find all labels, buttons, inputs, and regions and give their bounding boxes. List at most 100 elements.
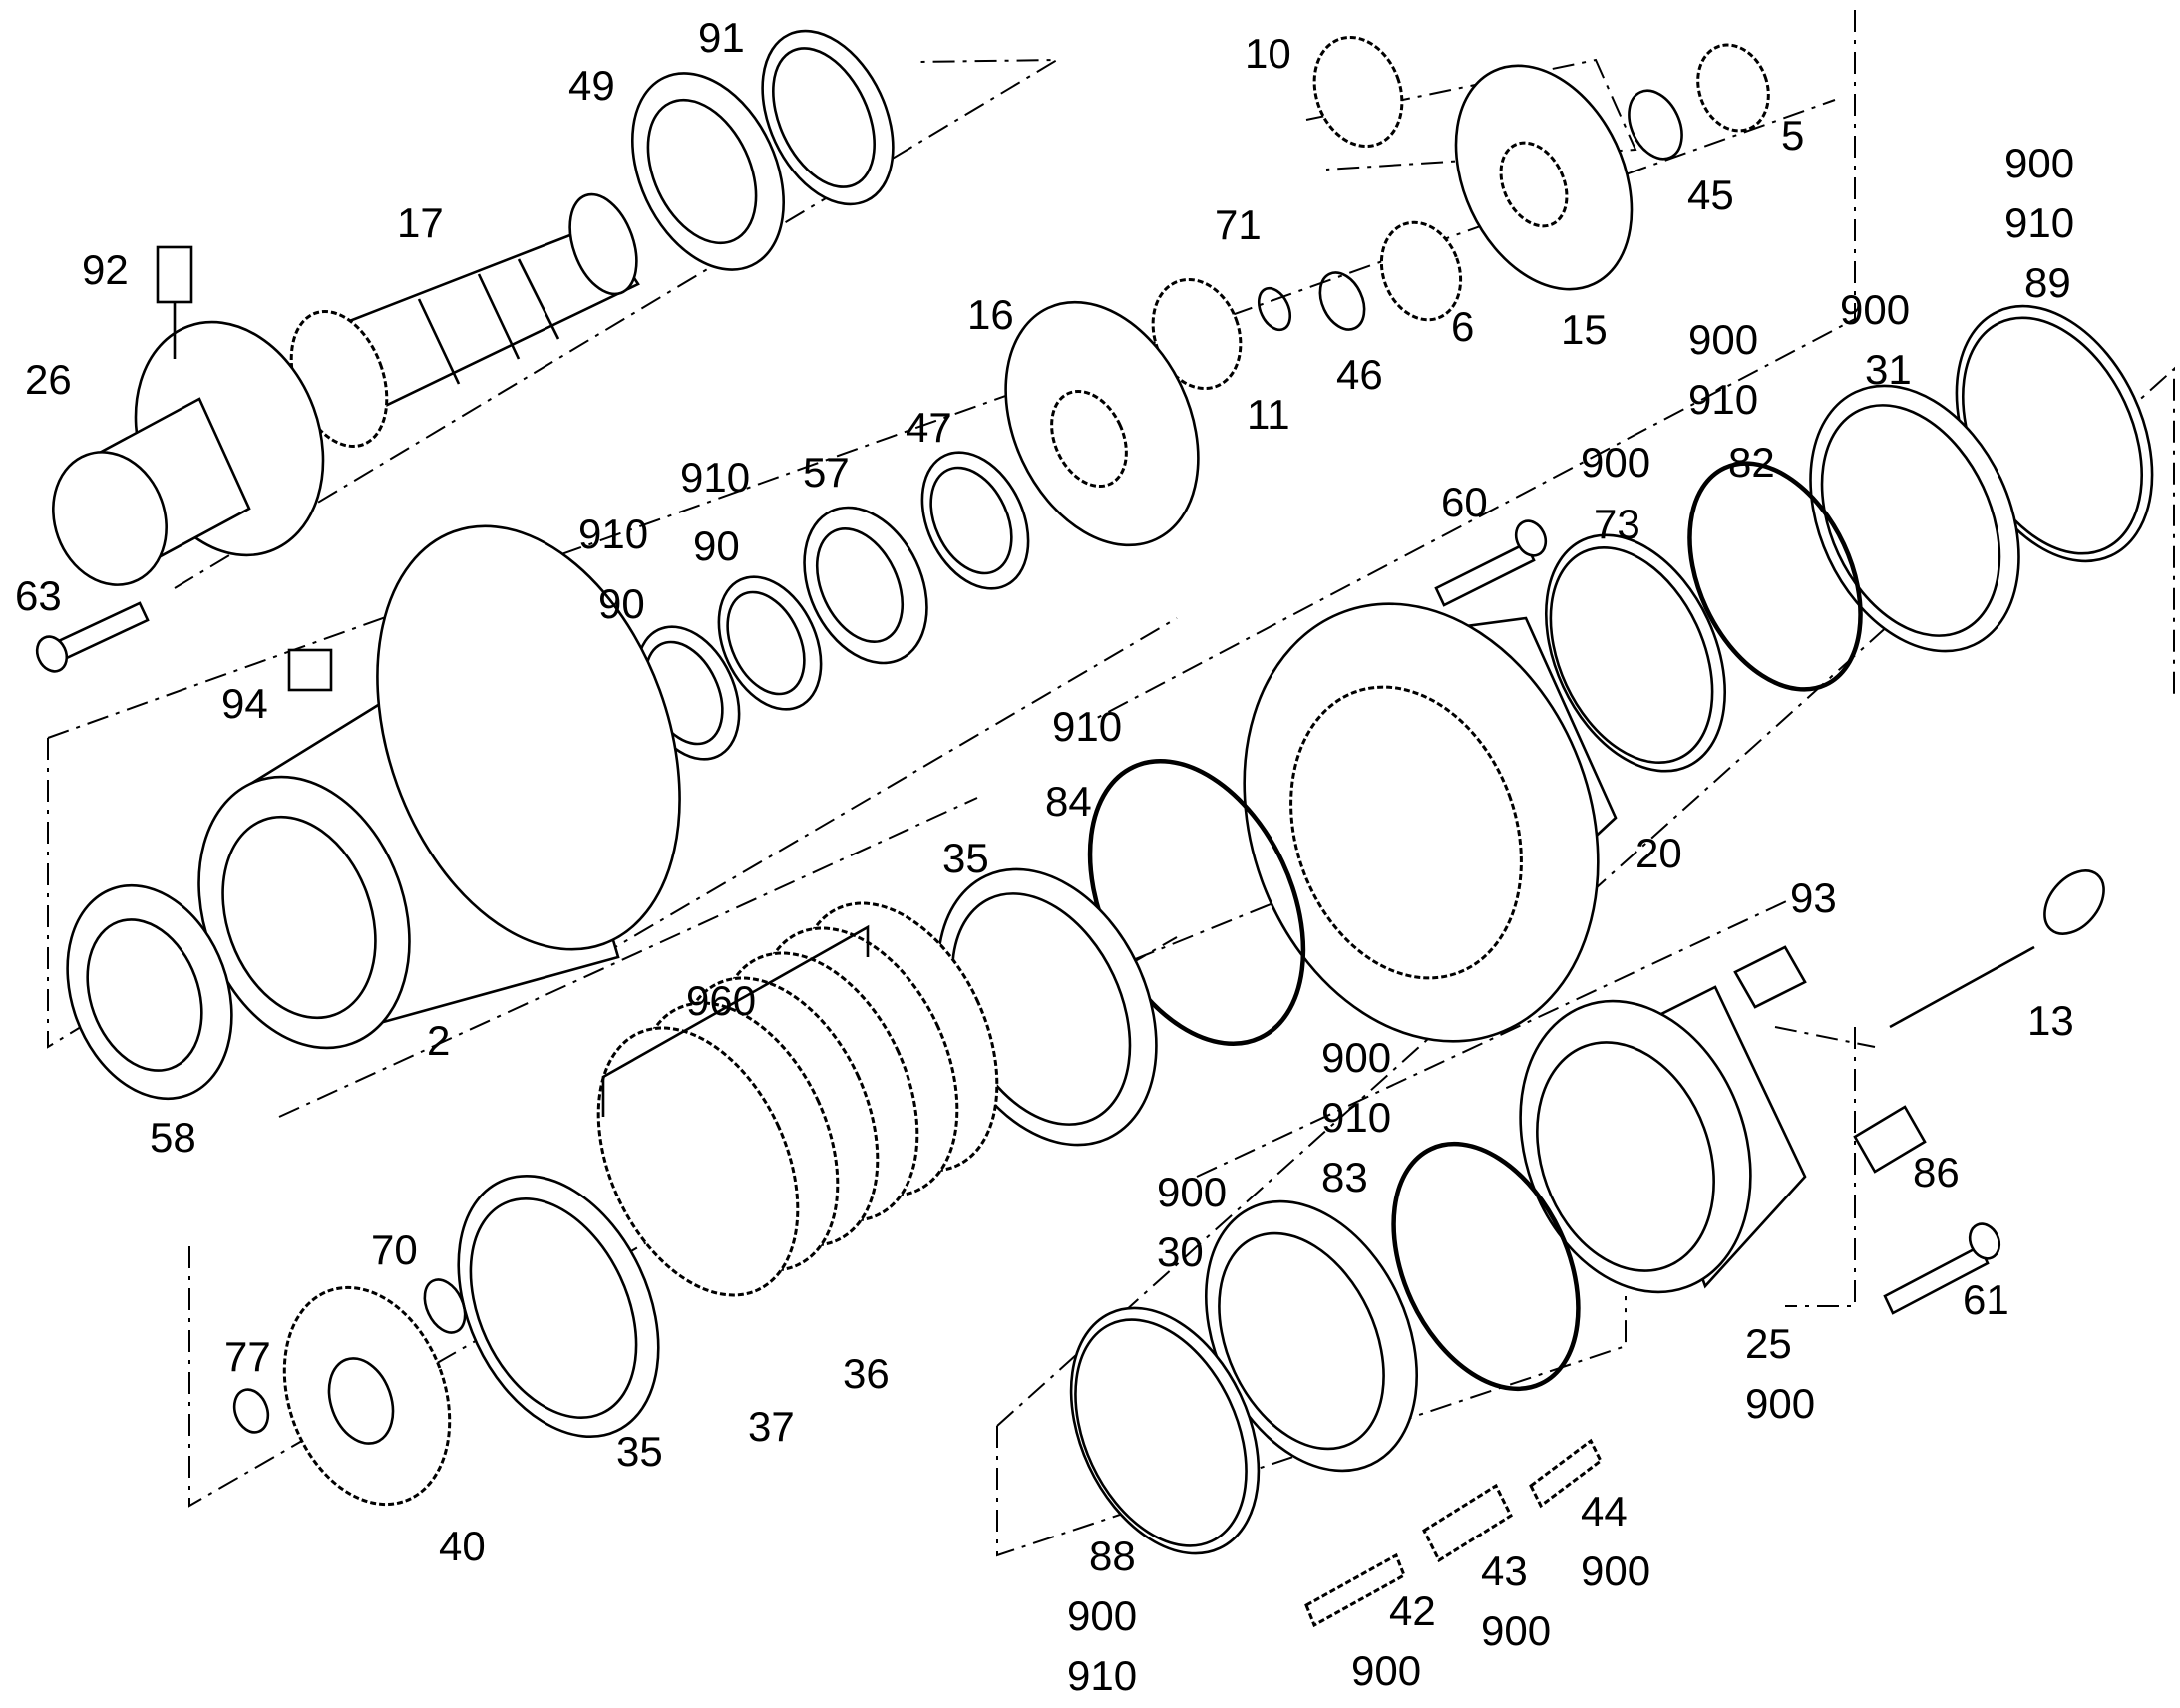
label-35-b: 35 (616, 1428, 663, 1475)
label-20: 20 (1635, 830, 1682, 876)
label-44: 44 (1581, 1488, 1628, 1535)
label-900-a: 900 (2004, 140, 2074, 186)
part-number-labels: 91 49 17 92 26 63 10 5 45 71 16 6 15 46 … (15, 14, 2074, 1699)
label-57: 57 (803, 449, 850, 496)
label-910-a: 910 (2004, 199, 2074, 246)
ring-88 (1069, 1306, 1261, 1555)
label-82: 82 (1728, 439, 1775, 486)
ring-gear-housing-20 (1243, 602, 1618, 1043)
bearing-58 (66, 883, 233, 1101)
label-36: 36 (843, 1350, 890, 1397)
label-63: 63 (15, 572, 62, 619)
label-70: 70 (371, 1226, 418, 1273)
label-37: 37 (748, 1403, 795, 1450)
washer-46 (1318, 271, 1366, 331)
label-910-h: 910 (1067, 1652, 1137, 1699)
bracket-960 (601, 924, 870, 1117)
label-15: 15 (1561, 306, 1608, 353)
label-900-c: 900 (1688, 316, 1758, 363)
label-31: 31 (1865, 346, 1912, 393)
label-900-b: 900 (1840, 286, 1910, 333)
spring-44 (1529, 1438, 1603, 1509)
label-84: 84 (1045, 778, 1092, 825)
label-71: 71 (1215, 201, 1262, 248)
label-910-e: 910 (578, 511, 648, 557)
bearing-57 (803, 506, 928, 665)
label-90-b: 90 (598, 580, 645, 627)
washer-77 (232, 1388, 270, 1434)
planet-gear-10 (1312, 35, 1404, 149)
input-shaft-17 (289, 192, 640, 448)
label-900-h: 900 (1581, 1547, 1650, 1594)
label-910-g: 910 (1321, 1094, 1391, 1141)
seal-ring-91 (761, 29, 895, 206)
label-88: 88 (1089, 1533, 1136, 1579)
label-900-f: 900 (1157, 1169, 1227, 1215)
sun-gear-5 (1696, 43, 1770, 133)
dipstick-13 (1889, 869, 2105, 1029)
label-6: 6 (1451, 303, 1474, 350)
screw-61 (1883, 1222, 2001, 1315)
label-26: 26 (25, 356, 72, 403)
label-83: 83 (1321, 1154, 1368, 1200)
label-86: 86 (1913, 1149, 1960, 1196)
snap-ring-73 (1544, 533, 1727, 773)
plug-92 (156, 245, 193, 359)
label-900-g: 900 (1745, 1380, 1815, 1427)
planet-gear-6 (1379, 220, 1463, 322)
circlip-45 (1628, 89, 1683, 161)
label-73: 73 (1594, 501, 1640, 547)
plug-94 (287, 648, 333, 692)
label-42: 42 (1389, 1587, 1436, 1634)
label-89: 89 (2024, 259, 2071, 306)
label-61: 61 (1963, 1276, 2009, 1323)
o-ring-83 (1391, 1141, 1581, 1392)
planet-carrier-15 (1454, 64, 1634, 291)
spring-43 (1422, 1483, 1513, 1563)
label-30: 30 (1157, 1228, 1204, 1275)
circlip-71 (1257, 286, 1292, 332)
label-58: 58 (150, 1114, 196, 1161)
gear-40 (282, 1285, 452, 1507)
o-ring-82 (1687, 461, 1863, 692)
fitting-86 (1853, 1105, 1927, 1174)
piston-30 (1205, 1199, 1418, 1473)
label-900-j: 900 (1067, 1592, 1137, 1639)
label-46: 46 (1336, 351, 1383, 398)
label-900-e: 900 (1321, 1034, 1391, 1081)
label-910-c: 910 (1688, 376, 1758, 423)
label-10: 10 (1245, 30, 1291, 77)
ring-35-lower (457, 1174, 660, 1439)
label-16: 16 (967, 291, 1014, 338)
label-45: 45 (1687, 171, 1734, 218)
label-900-k: 900 (1351, 1647, 1421, 1694)
label-77: 77 (224, 1333, 271, 1380)
label-93: 93 (1790, 874, 1837, 921)
label-2: 2 (427, 1017, 450, 1064)
label-910-f: 910 (1052, 703, 1122, 750)
label-900-i: 900 (1481, 1607, 1551, 1654)
label-90-a: 90 (693, 522, 740, 569)
label-40: 40 (439, 1523, 486, 1569)
label-49: 49 (568, 62, 615, 109)
label-35-a: 35 (942, 835, 989, 881)
label-13: 13 (2027, 997, 2074, 1044)
fitting-93 (1733, 945, 1807, 1009)
label-17: 17 (397, 199, 444, 246)
label-5: 5 (1781, 112, 1804, 159)
label-25: 25 (1745, 1320, 1792, 1367)
label-900-d: 900 (1581, 439, 1650, 486)
label-11: 11 (1247, 391, 1290, 438)
label-92: 92 (82, 246, 129, 293)
label-47: 47 (906, 404, 952, 451)
seal-ring-49 (631, 72, 785, 271)
label-43: 43 (1481, 1547, 1528, 1594)
screw-60 (1434, 519, 1548, 607)
gearbox-housing-2 (197, 524, 681, 1050)
spring-42 (1304, 1552, 1406, 1628)
cover-housing-26 (52, 320, 325, 586)
spacer-ring-90-upper (717, 575, 823, 711)
screw-63 (35, 601, 150, 673)
